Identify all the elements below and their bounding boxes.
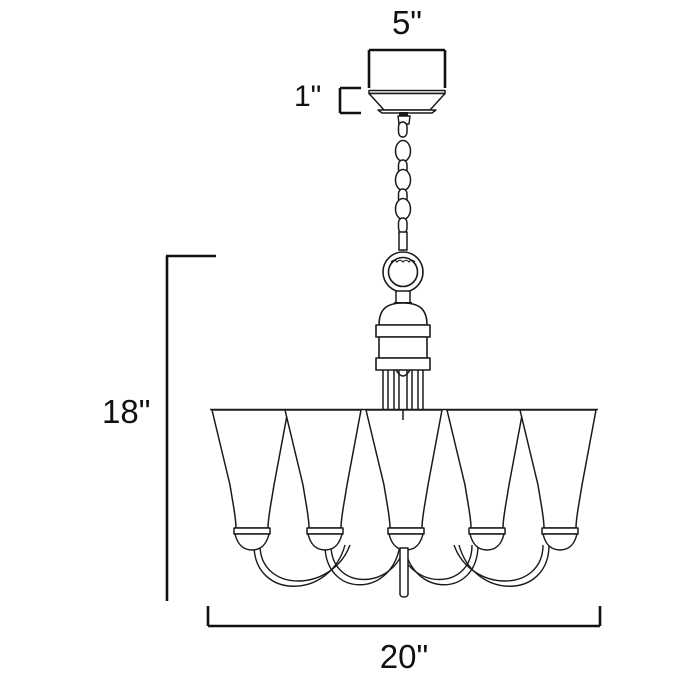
hanging-loop [382,251,424,293]
support-rods [382,369,424,409]
dimension-label-fixture-width: 20" [379,638,429,675]
canopy [368,89,446,114]
dimension-label-canopy-width: 5" [391,4,423,41]
dimension-bracket-fixture-width [206,606,602,628]
center-body [375,302,431,371]
shade-1 [211,409,289,551]
center-finial [399,547,409,598]
dimension-label-canopy-height: 1" [294,80,322,113]
shade-5 [519,409,597,551]
loop-scallop-detail [390,259,416,263]
curved-arms [253,544,550,587]
hanging-chain [394,121,412,251]
dimension-bracket-canopy-width [367,48,447,88]
dimension-label-fixture-height: 18" [102,393,151,430]
dimension-bracket-fixture-height [165,254,216,601]
shade-4 [446,409,524,551]
shade-3 [365,409,443,551]
shade-2 [284,409,362,551]
dimension-bracket-canopy-height [338,86,361,115]
